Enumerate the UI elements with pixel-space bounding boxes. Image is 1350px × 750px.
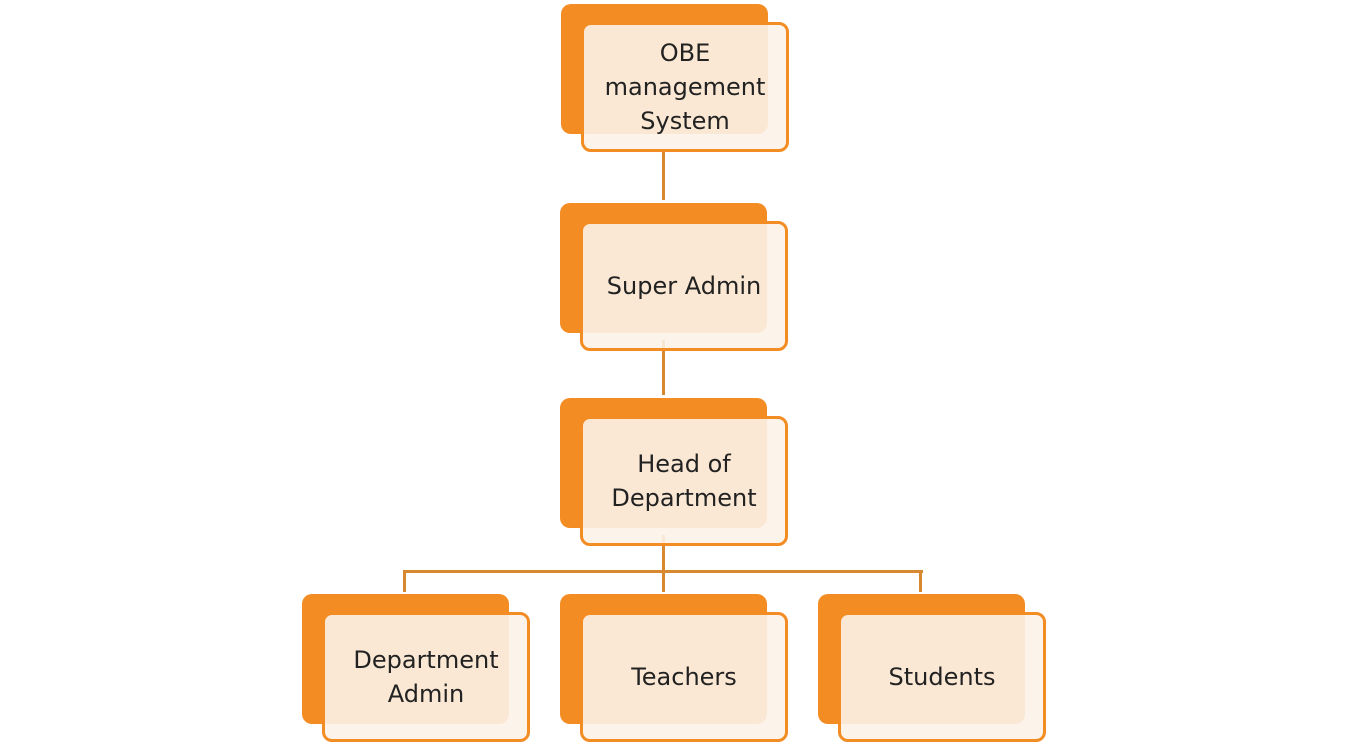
node-label: Super Admin bbox=[606, 272, 762, 300]
connector-hod-down bbox=[662, 535, 665, 572]
node-box: Department Admin bbox=[322, 612, 530, 742]
node-label: Students bbox=[888, 663, 996, 691]
connector-to-teachers bbox=[662, 570, 665, 592]
connector-to-students bbox=[919, 570, 922, 592]
node-box: OBE management System bbox=[581, 22, 789, 152]
connector-to-department-admin bbox=[403, 570, 406, 592]
connector-root-to-super-admin bbox=[662, 150, 665, 200]
node-label: Department Admin bbox=[353, 646, 499, 708]
connector-super-admin-to-hod bbox=[662, 340, 665, 395]
node-obe-management-system: OBE management System bbox=[561, 4, 796, 159]
node-label: Head of Department bbox=[611, 450, 757, 512]
node-box: Head of Department bbox=[580, 416, 788, 546]
node-head-of-department: Head of Department bbox=[560, 398, 795, 553]
node-box: Super Admin bbox=[580, 221, 788, 351]
node-teachers: Teachers bbox=[560, 594, 795, 749]
node-students: Students bbox=[818, 594, 1053, 749]
node-label: OBE management System bbox=[604, 39, 766, 135]
node-box: Students bbox=[838, 612, 1046, 742]
node-department-admin: Department Admin bbox=[302, 594, 537, 749]
node-box: Teachers bbox=[580, 612, 788, 742]
node-super-admin: Super Admin bbox=[560, 203, 795, 358]
node-label: Teachers bbox=[631, 663, 737, 691]
